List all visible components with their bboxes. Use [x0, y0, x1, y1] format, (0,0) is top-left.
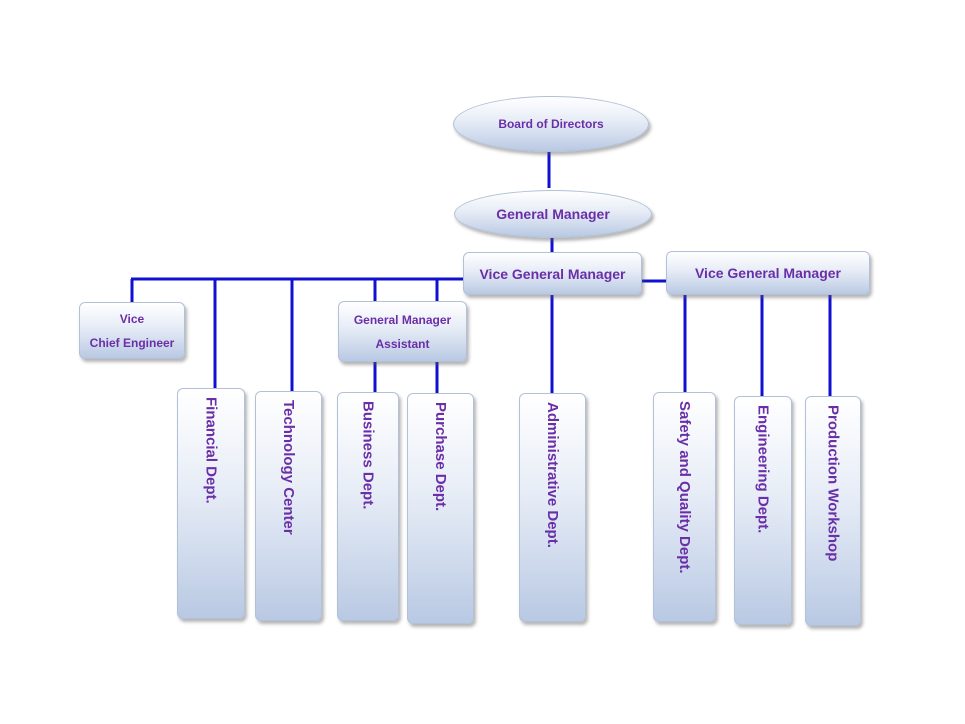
vice-chief-line1: Vice	[119, 311, 145, 326]
financial-dept-node: Financial Dept.	[177, 388, 245, 619]
vice-chief-engineer-node: Vice Chief Engineer	[79, 302, 185, 359]
purchase-dept-node: Purchase Dept.	[407, 393, 474, 624]
gm-assistant-line1: General Manager	[353, 312, 452, 327]
technology-center-label: Technology Center	[280, 400, 297, 535]
general-manager-label: General Manager	[496, 206, 610, 222]
purchase-dept-label: Purchase Dept.	[432, 402, 449, 512]
board-of-directors-node: Board of Directors	[453, 96, 649, 152]
safety-quality-dept-label: Safety and Quality Dept.	[676, 401, 693, 574]
technology-center-node: Technology Center	[255, 391, 322, 621]
board-label: Board of Directors	[498, 117, 604, 131]
vice-general-manager-left-node: Vice General Manager	[463, 252, 642, 295]
vgm-right-label: Vice General Manager	[694, 265, 842, 281]
general-manager-node: General Manager	[454, 190, 652, 238]
safety-quality-dept-node: Safety and Quality Dept.	[653, 392, 716, 622]
vice-chief-line2: Chief Engineer	[89, 335, 175, 350]
vice-general-manager-right-node: Vice General Manager	[666, 251, 870, 295]
administrative-dept-label: Administrative Dept.	[544, 402, 561, 548]
administrative-dept-node: Administrative Dept.	[519, 393, 586, 622]
financial-dept-label: Financial Dept.	[202, 397, 220, 504]
business-dept-node: Business Dept.	[337, 392, 399, 621]
engineering-dept-label: Engineering Dept.	[754, 405, 772, 534]
engineering-dept-node: Engineering Dept.	[734, 396, 792, 625]
vgm-left-label: Vice General Manager	[479, 265, 626, 282]
gm-assistant-node: General Manager Assistant	[338, 301, 467, 362]
production-workshop-node: Production Workshop	[805, 396, 861, 626]
gm-assistant-line2: Assistant	[375, 336, 430, 351]
business-dept-label: Business Dept.	[359, 401, 377, 510]
production-workshop-label: Production Workshop	[824, 405, 842, 562]
